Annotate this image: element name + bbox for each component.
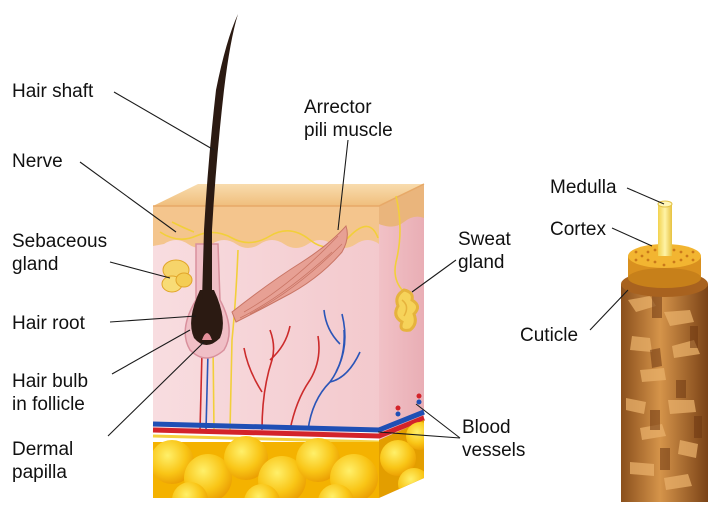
label-hair-shaft: Hair shaft	[12, 80, 93, 103]
label-sweat-gland: Sweat gland	[458, 228, 511, 274]
hair-strand-model	[621, 201, 708, 502]
label-medulla: Medulla	[550, 176, 617, 199]
label-cuticle: Cuticle	[520, 324, 578, 347]
label-cortex: Cortex	[550, 218, 606, 241]
label-hair-root: Hair root	[12, 312, 85, 335]
label-blood-vessels: Blood vessels	[462, 416, 525, 462]
label-arrector-pili-muscle: Arrector pili muscle	[304, 96, 393, 142]
label-sebaceous-gland: Sebaceous gland	[12, 230, 107, 276]
label-dermal-papilla: Dermal papilla	[12, 438, 73, 484]
label-nerve: Nerve	[12, 150, 63, 173]
epidermis-top	[153, 184, 424, 206]
medulla-rod	[658, 204, 672, 256]
label-hair-bulb: Hair bulb in follicle	[12, 370, 88, 416]
